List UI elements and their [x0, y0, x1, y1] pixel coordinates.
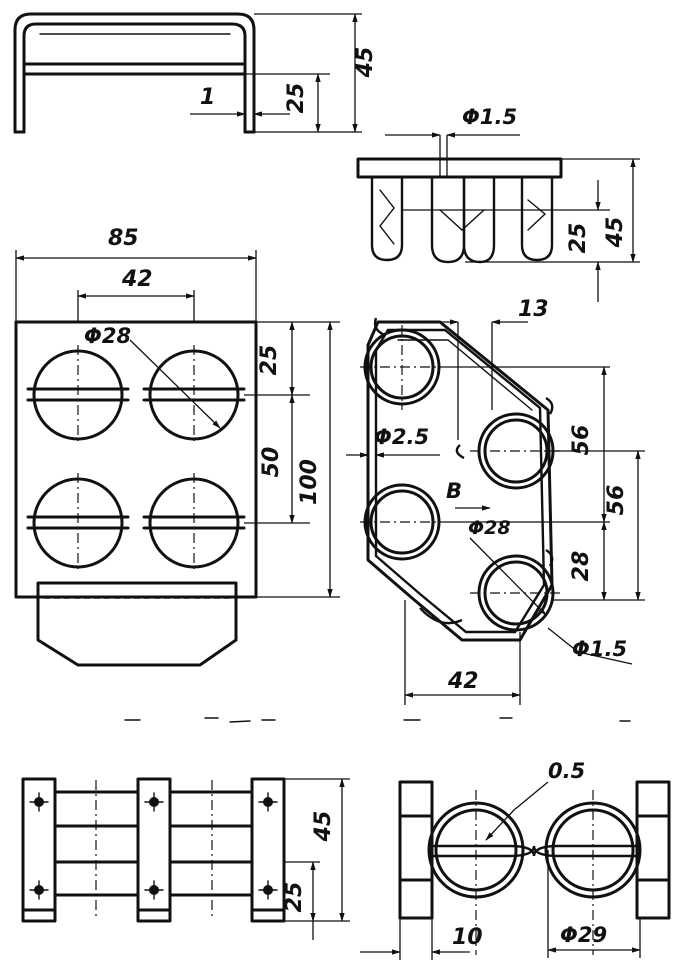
view-bottom-front	[360, 780, 671, 960]
holder-bottom-right	[142, 473, 246, 573]
dim-wire-thickness-0-5: 0.5	[548, 759, 585, 783]
dim-plate-height-100: 100	[297, 459, 322, 505]
dim-ring-spacing-56-a: 56	[569, 425, 594, 456]
ring-2	[470, 412, 560, 490]
view-separator	[124, 717, 631, 723]
dim-spring-dia-1-5: Φ1.5	[572, 637, 627, 661]
dim-ring-spacing-28: 28	[569, 551, 594, 582]
dim-ring-spacing-42: 42	[447, 669, 479, 694]
ring-4	[470, 554, 560, 632]
dim-wire-thickness-1: 1	[200, 85, 215, 110]
dim-ring-spacing-56-b: 56	[604, 485, 629, 516]
dim-clip-wire-dia: Φ1.5	[462, 105, 517, 129]
dim-tab-width-10: 10	[452, 925, 483, 950]
view-clip-side	[356, 132, 640, 302]
dim-ring-dia-28: Φ28	[468, 517, 511, 539]
ring-3	[360, 483, 446, 561]
dim-bracket-height-45: 45	[353, 47, 378, 79]
rivet	[29, 792, 278, 900]
dim-plate-width-85: 85	[108, 226, 139, 251]
dim-bracket-height-25: 25	[284, 83, 309, 114]
dim-clip-height-25: 25	[566, 223, 591, 254]
view-holder-top	[346, 317, 645, 705]
holder-top-right	[129, 339, 246, 445]
dim-holder-spacing-42: 42	[121, 267, 153, 292]
dim-plate-height-25: 25	[257, 345, 282, 376]
holder-bottom-left	[26, 473, 130, 573]
dim-side-height-45: 45	[311, 811, 336, 843]
dim-offset-13: 13	[518, 297, 549, 322]
dim-wire-dia-2-5: Φ2.5	[374, 425, 429, 449]
dim-clip-height-45: 45	[603, 217, 628, 249]
dim-plate-height-50: 50	[259, 447, 284, 478]
holder-top-left	[26, 345, 130, 445]
view-side-bracket	[13, 12, 362, 134]
dim-side-height-25: 25	[282, 882, 307, 913]
view-bottom-side	[21, 777, 350, 940]
label-detail-b: B	[446, 479, 462, 503]
ring-1	[360, 325, 446, 410]
view-front-plate	[14, 250, 340, 667]
dim-holder-dia-28: Φ28	[84, 324, 131, 348]
dim-ring-dia-29: Φ29	[560, 923, 607, 947]
